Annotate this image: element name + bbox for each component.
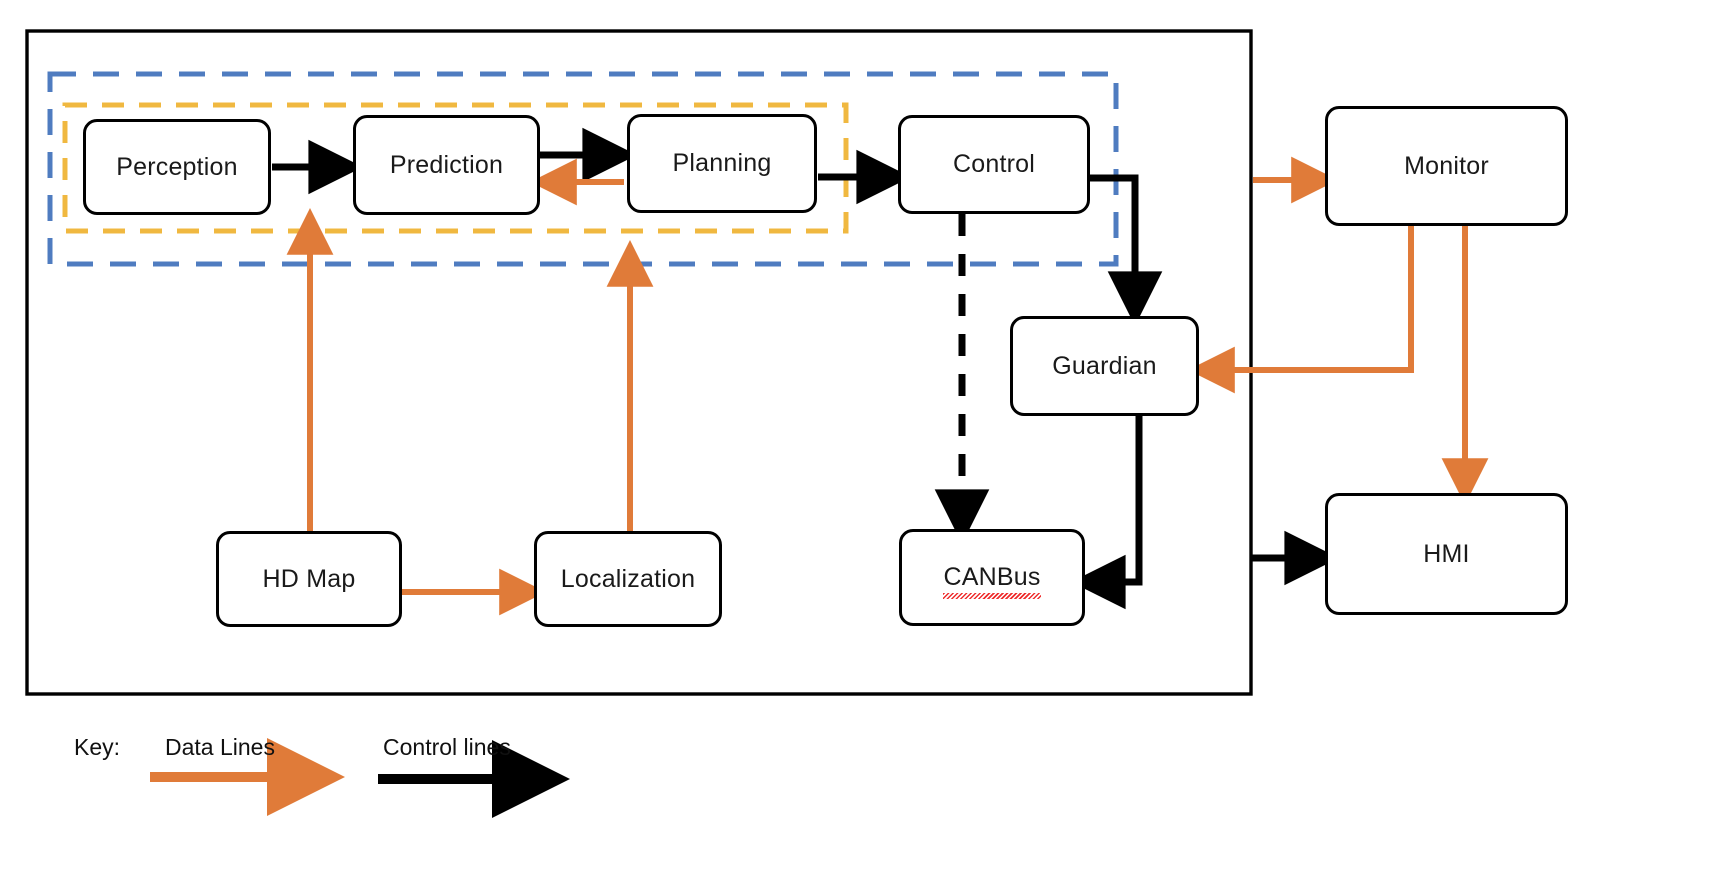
node-monitor[interactable]: Monitor [1325,106,1568,226]
node-guardian-label: Guardian [1052,351,1157,380]
edge-control-to-guardian [1090,174,1163,327]
key-title: Key: [74,734,121,760]
node-planning[interactable]: Planning [627,114,817,213]
spellcheck-underline [943,593,1041,599]
node-control[interactable]: Control [898,115,1090,214]
node-hmi-label: HMI [1423,539,1470,568]
node-monitor-label: Monitor [1404,151,1489,180]
node-canbus-label: CANBus [943,565,1041,599]
node-canbus[interactable]: CANBus [899,529,1085,626]
vehicle-system-boundary [25,29,1253,696]
node-hd-map-label: HD Map [262,564,356,593]
edge-guardian-to-canbus [1070,416,1143,610]
node-perception[interactable]: Perception [83,119,271,215]
group-boundary-yellow [62,102,849,234]
node-prediction[interactable]: Prediction [353,115,540,215]
key-data-lines-label: Data Lines [165,734,275,760]
key-control-lines-label: Control lines [383,734,511,760]
edge-monitor-to-guardian-data [1187,226,1414,394]
node-planning-label: Planning [672,149,772,177]
node-hmi[interactable]: HMI [1325,493,1568,615]
node-localization-label: Localization [560,564,696,593]
node-control-label: Control [953,150,1035,178]
node-hd-map[interactable]: HD Map [216,531,402,627]
node-guardian[interactable]: Guardian [1010,316,1199,416]
node-prediction-label: Prediction [389,150,504,179]
node-perception-label: Perception [116,152,238,181]
node-localization[interactable]: Localization [534,531,722,627]
group-boundary-blue [47,71,1119,267]
